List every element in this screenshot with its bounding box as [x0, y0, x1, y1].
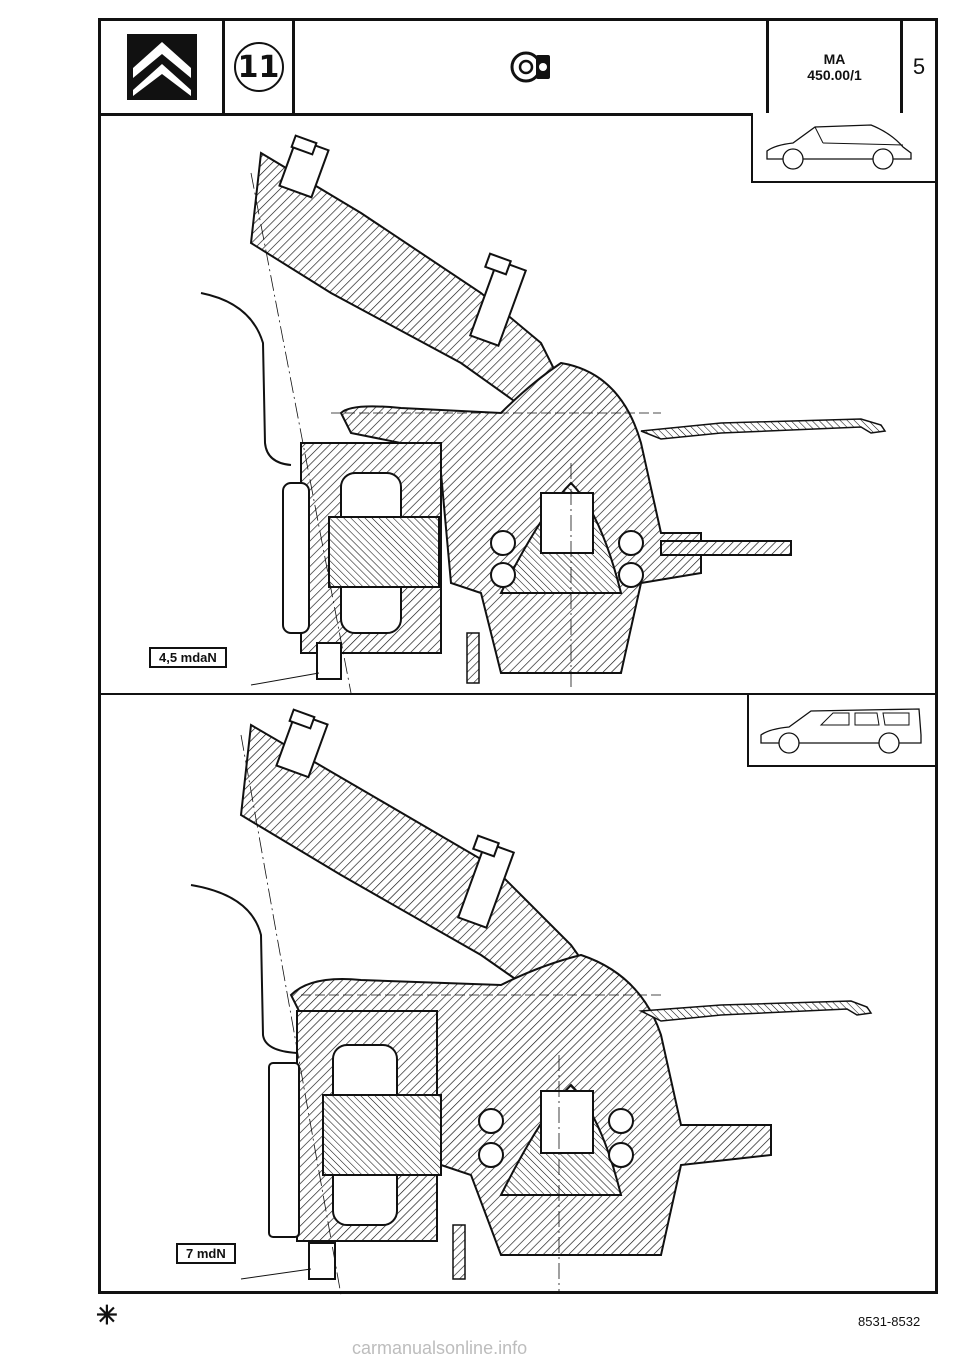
- group-number: 11: [233, 42, 284, 92]
- body-panel: [638, 1000, 873, 1022]
- hub-flange: [660, 540, 792, 556]
- footer-asterisk-mark: ✳: [96, 1300, 118, 1330]
- upper-bolt: [278, 134, 330, 199]
- page-number: 5: [912, 54, 926, 79]
- reference-cell: MA 450.00/1: [769, 21, 903, 113]
- torque-label-hatchback: 4,5 mdaN: [149, 647, 227, 668]
- bearing-ball-left-2: [478, 1142, 504, 1168]
- caliper-cover: [268, 1062, 300, 1238]
- double-chevron-logo-icon: [126, 34, 197, 100]
- brand-cell: [101, 21, 225, 113]
- brake-pipe: [200, 292, 292, 466]
- brake-pipe: [190, 884, 298, 1054]
- footer-document-code: 8531-8532: [858, 1314, 921, 1329]
- header-bar: 11 MA 450.00/1 5: [101, 21, 935, 116]
- page-frame: 11 MA 450.00/1 5: [98, 18, 938, 1295]
- hatchback-brake-panel: 4,5 mdaN: [101, 113, 935, 695]
- bearing-ball-right: [608, 1108, 634, 1134]
- wheel-stud: [466, 632, 480, 684]
- bearing-ball-right: [618, 530, 644, 556]
- spindle-bore: [540, 1090, 594, 1154]
- estate-car-icon: [760, 708, 922, 754]
- bearing-ball-left-2: [490, 562, 516, 588]
- ref-code-line1: MA: [823, 51, 846, 67]
- hatchback-brake-assembly-drawing: [200, 134, 887, 693]
- spindle-bore: [540, 492, 594, 554]
- vehicle-box-estate: [747, 695, 935, 767]
- bearing-ball-left: [478, 1108, 504, 1134]
- brake-disc-icon: [510, 51, 550, 83]
- bearing-ball-right-2: [608, 1142, 634, 1168]
- section-icon-cell: [295, 21, 769, 113]
- caliper-bolt: [316, 642, 342, 680]
- wheel-stud: [452, 1224, 466, 1280]
- caliper-bolt: [308, 1242, 336, 1280]
- bearing-ball-right-2: [618, 562, 644, 588]
- group-number-cell: 11: [225, 21, 295, 113]
- estate-brake-assembly-drawing: [190, 708, 873, 1295]
- torque-label-estate: 7 mdN: [176, 1243, 236, 1264]
- page-number-cell: 5: [903, 21, 935, 113]
- brake-disc: [322, 1094, 442, 1176]
- estate-brake-panel: 7 mdN: [101, 695, 935, 1295]
- upper-bolt: [275, 708, 329, 779]
- brake-disc: [328, 516, 440, 588]
- caliper-cover: [282, 482, 310, 634]
- footer-watermark: carmanualsonline.info: [352, 1338, 528, 1358]
- ref-code-line2: 450.00/1: [807, 67, 862, 83]
- bearing-ball-left: [490, 530, 516, 556]
- middle-bolt: [468, 252, 528, 347]
- middle-bolt: [456, 834, 516, 929]
- hatchback-car-icon: [766, 124, 912, 170]
- body-panel: [640, 418, 887, 440]
- vehicle-box-hatchback: [751, 113, 935, 183]
